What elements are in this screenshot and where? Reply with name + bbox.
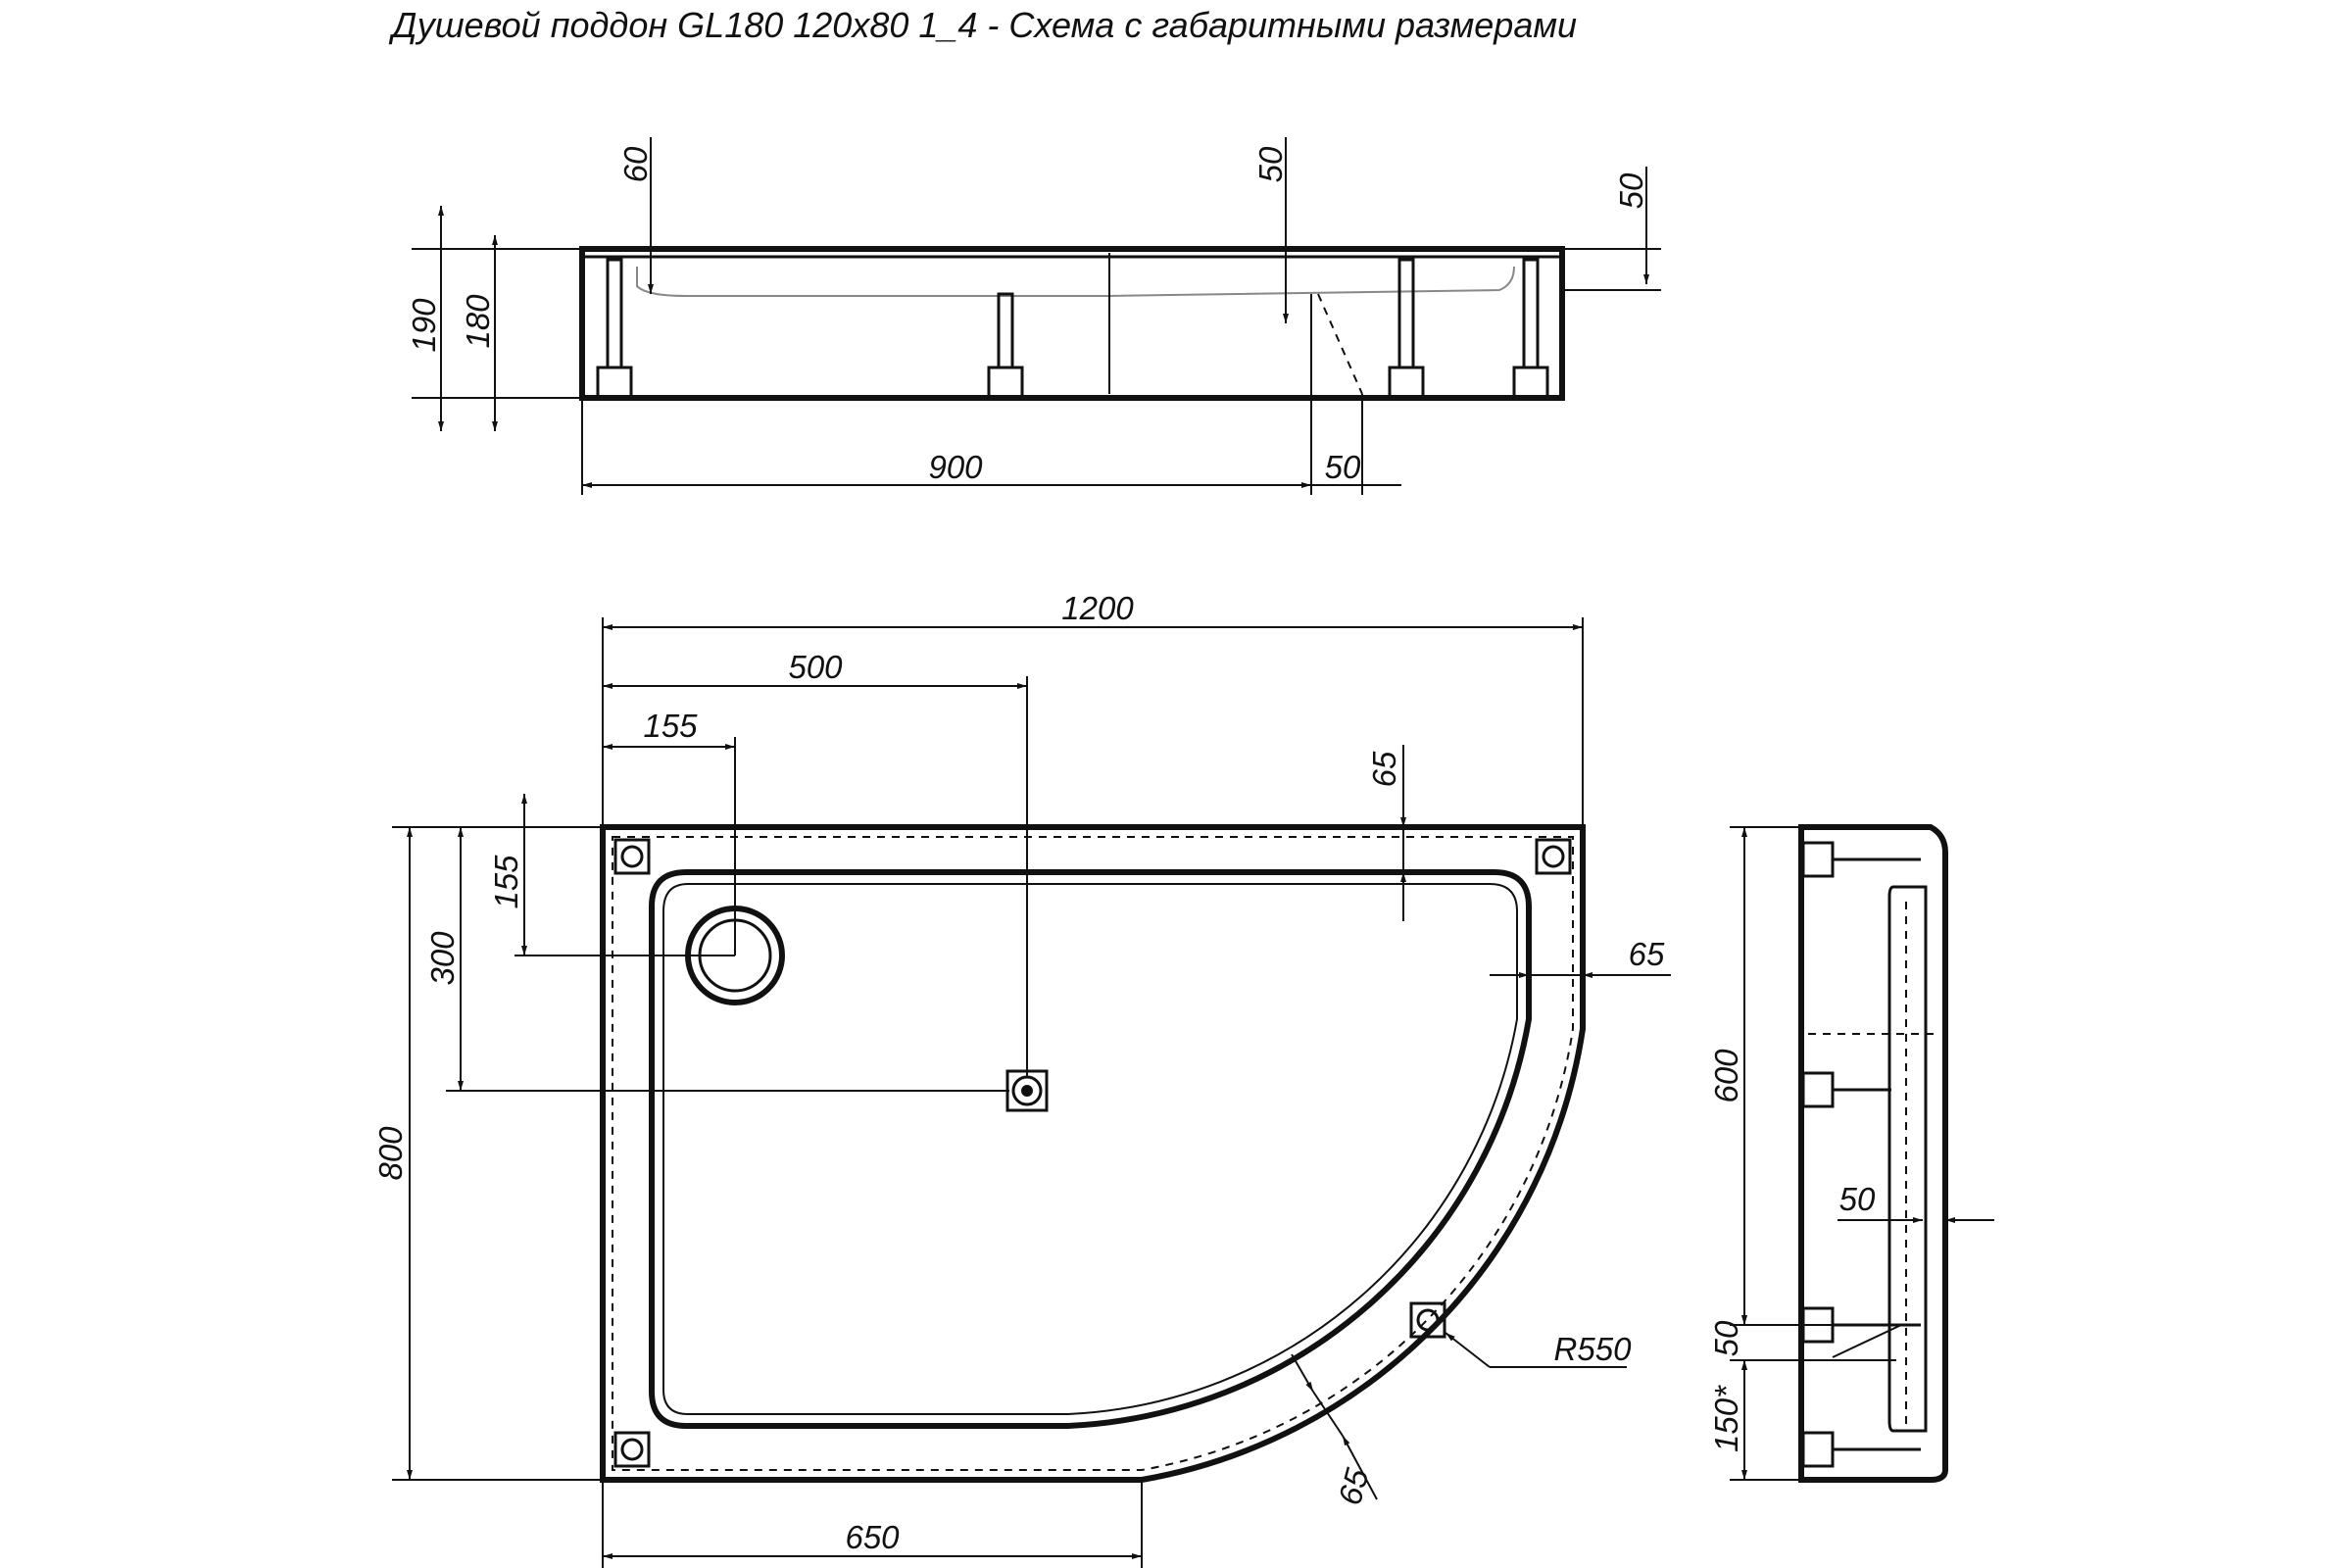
end-view: 600 50 50 150*: [1708, 824, 1994, 1483]
dim-300: 300: [424, 931, 461, 986]
dim-65-right: 65: [1629, 936, 1665, 972]
end-view-outline: [1798, 824, 1948, 1483]
dim-1200: 1200: [1061, 590, 1134, 626]
dim-155-top: 155: [643, 708, 698, 744]
dim-180: 180: [460, 294, 496, 349]
dim-650: 650: [845, 1519, 900, 1555]
dim-190: 190: [406, 298, 442, 353]
dim-900: 900: [928, 449, 983, 485]
dim-800: 800: [372, 1126, 409, 1181]
dim-r550: R550: [1554, 1331, 1633, 1367]
dim-50-right: 50: [1613, 172, 1649, 209]
dim-500: 500: [788, 649, 843, 685]
dim-50-mid: 50: [1252, 146, 1289, 182]
dim-60: 60: [617, 146, 654, 182]
plan-view: 1200 500 155 155 300 800 65 65: [372, 590, 1671, 1568]
side-view-legs: [596, 258, 1549, 399]
dim-65-top: 65: [1366, 751, 1402, 787]
plan-inner-basin: [649, 869, 1532, 1429]
dim-65-arc: 65: [1331, 1464, 1375, 1509]
dim-150-star: 150*: [1708, 1385, 1744, 1452]
plan-leg-markers: [613, 838, 1572, 1468]
dim-50-end-vert: 50: [1708, 1320, 1744, 1356]
dim-50-end: 50: [1839, 1181, 1876, 1217]
dim-155-left: 155: [488, 855, 524, 909]
side-view-tray-outline: [579, 246, 1565, 401]
dim-50-bottom: 50: [1325, 449, 1361, 485]
diagram-title: Душевой поддон GL180 120x80 1_4 - Схема …: [388, 5, 1577, 45]
side-view: 190 180 60 50 50 900 50: [406, 137, 1661, 495]
dim-600: 600: [1708, 1049, 1744, 1103]
end-view-legs: [1801, 841, 1921, 1468]
